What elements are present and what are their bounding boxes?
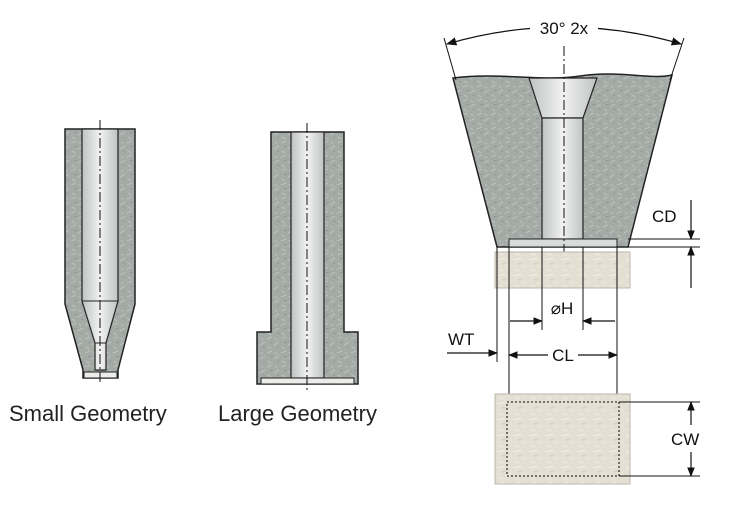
small-geometry-caption: Small Geometry xyxy=(9,401,167,426)
wire-ball-top xyxy=(494,393,631,485)
wt-label: WT xyxy=(448,330,474,349)
hole-dimension: ⌀H xyxy=(510,247,615,330)
cd-label: CD xyxy=(652,207,677,226)
small-geometry-tool xyxy=(64,120,136,384)
large-geometry-caption: Large Geometry xyxy=(218,401,377,426)
detail-tool xyxy=(452,46,674,263)
cl-label: CL xyxy=(552,346,574,365)
wt-cl-dimension: WT CL xyxy=(447,247,618,394)
cw-dimension: CW xyxy=(619,401,700,477)
angle-label: 30° 2x xyxy=(540,19,589,38)
detail-tool-bore xyxy=(541,117,584,240)
detail-tool-face-chamfer xyxy=(508,238,618,248)
wire-ball-side xyxy=(494,251,631,289)
cd-dimension: CD xyxy=(628,200,700,288)
cw-label: CW xyxy=(671,430,699,449)
large-geometry-tool xyxy=(256,123,359,390)
angle-dimension: 30° 2x xyxy=(443,16,685,81)
bond-footprint xyxy=(506,401,620,477)
h-label: ⌀H xyxy=(551,299,574,318)
